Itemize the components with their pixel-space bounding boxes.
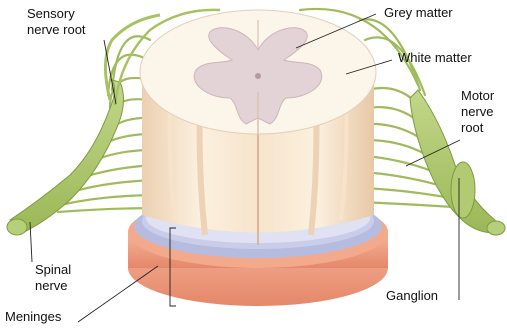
label-meninges: Meninges [5,309,61,325]
right-nerve-cut-end [487,221,505,235]
left-nerve-cut-end [7,219,27,235]
label-motor-nerve-root: Motor nerve root [461,88,494,136]
label-white-matter: White matter [398,50,472,66]
leader-meninges [78,266,158,322]
label-ganglion: Ganglion [386,288,438,304]
label-sensory-nerve-root: Sensory nerve root [27,6,86,38]
label-spinal-nerve: Spinal nerve [35,262,71,294]
central-canal [255,73,261,79]
ganglion-body [451,162,475,218]
label-grey-matter: Grey matter [384,5,453,21]
